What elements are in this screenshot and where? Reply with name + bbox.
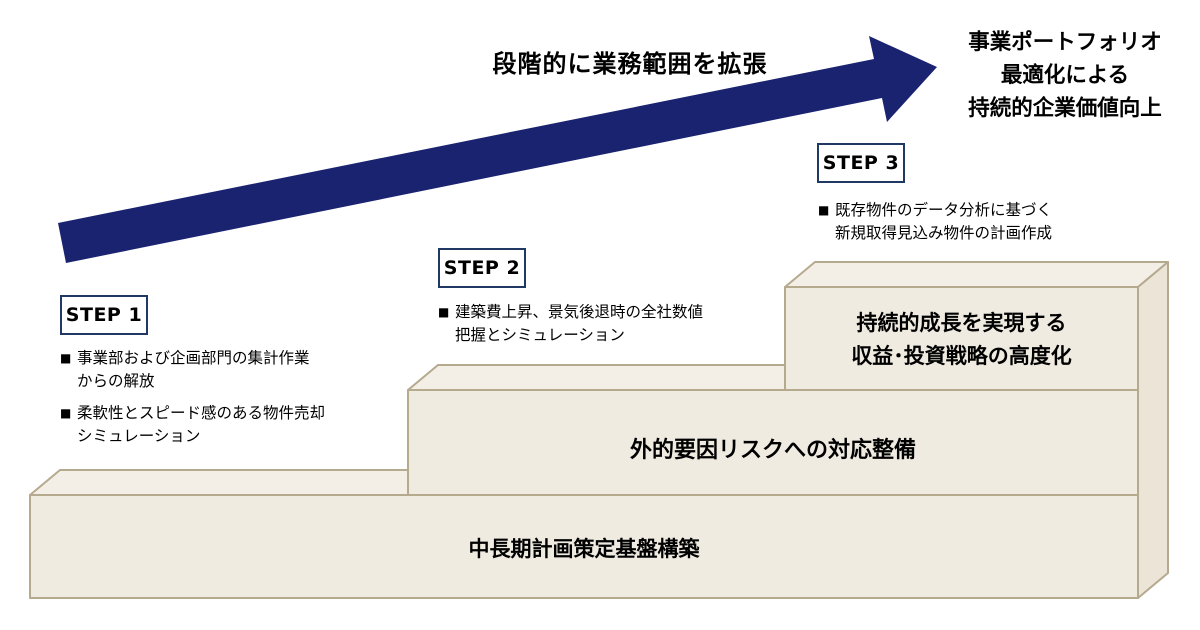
step-1-badge: STEP 1 [60,295,148,335]
step-2-bullet-1: ■ 建築費上昇、景気後退時の全社数値 把握とシミュレーション [438,301,778,347]
step-3-bullet-1-line-1: 既存物件のデータ分析に基づく [835,201,1053,219]
stair-3-title-line-2: 収益･投資戦略の高度化 [851,344,1072,368]
step-3-bullet-list: ■ 既存物件のデータ分析に基づく 新規取得見込み物件の計画作成 [818,199,1158,254]
step-1-bullet-list: ■ 事業部および企画部門の集計作業 からの解放 ■ 柔軟性とスピード感のある物件… [60,347,400,457]
step-2-label: STEP 2 [443,257,521,279]
stair-1-title-line-1: 中長期計画策定基盤構築 [468,537,700,561]
stair-3-top-face [784,261,1169,288]
step-3-bullet-1: ■ 既存物件のデータ分析に基づく 新規取得見込み物件の計画作成 [818,199,1158,245]
step-3-label: STEP 3 [822,152,900,174]
stair-2-title-line-1: 外的要因リスクへの対応整備 [629,438,916,463]
step-2-bullet-list: ■ 建築費上昇、景気後退時の全社数値 把握とシミュレーション [438,301,778,356]
goal-line-2: 最適化による [1000,63,1130,88]
step-1-bullet-1-line-2: からの解放 [77,372,155,390]
growth-arrow-icon [58,36,937,263]
stair-3-title: 持続的成長を実現する 収益･投資戦略の高度化 [785,307,1138,373]
stair-1-title: 中長期計画策定基盤構築 [30,533,1138,563]
step-1-bullet-1-line-1: 事業部および企画部門の集計作業 [77,349,310,367]
step-2-badge: STEP 2 [438,248,526,288]
goal-line-1: 事業ポートフォリオ [968,30,1162,55]
square-bullet-icon: ■ [60,406,72,420]
step-3-bullet-1-line-2: 新規取得見込み物件の計画作成 [835,224,1053,242]
step-2-bullet-1-line-2: 把握とシミュレーション [455,326,625,344]
stair-3-title-line-1: 持続的成長を実現する [856,311,1067,335]
step-1-bullet-2-line-2: シミュレーション [77,427,201,445]
stairs-side-face [1137,261,1169,599]
goal-statement: 事業ポートフォリオ 最適化による 持続的企業価値向上 [943,26,1187,125]
step-1-bullet-2-line-1: 柔軟性とスピード感のある物件売却 [77,404,326,422]
step-1-label: STEP 1 [65,304,143,326]
goal-line-3: 持続的企業価値向上 [968,96,1162,121]
step-1-bullet-1: ■ 事業部および企画部門の集計作業 からの解放 [60,347,400,393]
expansion-caption: 段階的に業務範囲を拡張 [492,50,768,78]
step-3-badge: STEP 3 [817,143,905,183]
square-bullet-icon: ■ [438,305,450,319]
square-bullet-icon: ■ [60,351,72,365]
square-bullet-icon: ■ [818,203,830,217]
step-2-bullet-1-line-1: 建築費上昇、景気後退時の全社数値 [455,303,704,321]
stair-2-title: 外的要因リスクへの対応整備 [408,432,1138,464]
step-1-bullet-2: ■ 柔軟性とスピード感のある物件売却 シミュレーション [60,402,400,448]
